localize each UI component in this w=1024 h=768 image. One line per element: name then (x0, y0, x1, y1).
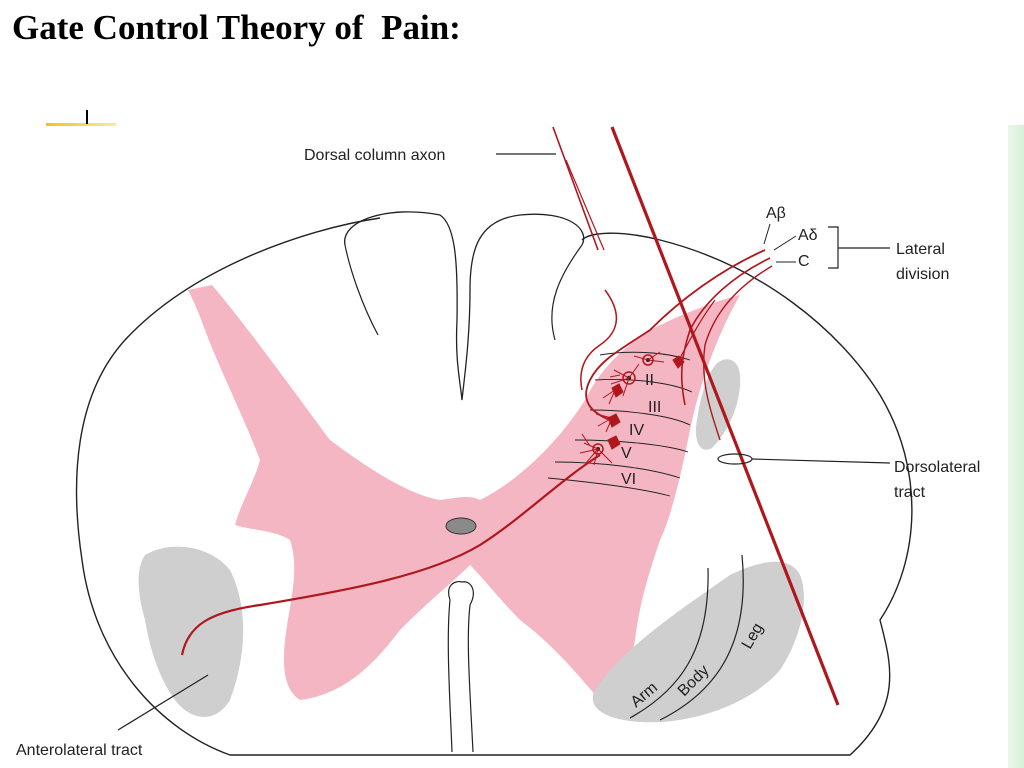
c-fiber-terminal (679, 299, 716, 359)
label-lateral-division-1: Lateral (896, 241, 945, 258)
dorsolateral-tract-region (695, 359, 741, 450)
lateral-division-bracket (828, 226, 890, 269)
lamina-boundary-ii (599, 351, 691, 361)
neuron-lamina-ii (622, 371, 636, 385)
bullet-tick (86, 110, 88, 124)
lamina-label-ii: II (645, 372, 654, 389)
a-beta-collateral (580, 289, 618, 391)
lamina-label-vi: VI (621, 471, 636, 488)
label-dorsal-column-axon: Dorsal column axon (304, 147, 445, 164)
neuron-lamina-ii-b (672, 355, 685, 369)
anterolateral-tract-region (138, 546, 244, 717)
label-c-fiber: C (798, 253, 810, 270)
lamina-label-iii: III (648, 399, 661, 416)
a-delta-fiber (680, 257, 771, 406)
somatotopy-divider-2 (659, 554, 744, 721)
lamina-boundary-v (574, 439, 689, 453)
lamina-boundary-vii (547, 477, 671, 497)
dorsal-intermediate-groove (344, 244, 583, 341)
lamina-boundary-iii (594, 379, 693, 393)
somatotopy-divider-1 (629, 567, 709, 719)
a-beta-fiber (585, 249, 766, 421)
c-fiber (702, 265, 773, 441)
right-edge-bar (1008, 125, 1024, 768)
slide-title: Gate Control Theory of Pain: (12, 8, 461, 47)
central-canal (445, 517, 477, 535)
dorsal-column-axon-branch (565, 159, 605, 251)
lamina-boundary-iv (589, 409, 691, 426)
neuron-lamina-i (642, 354, 654, 366)
lamina-label-v: V (621, 445, 632, 462)
label-anterolateral-tract: Anterolateral tract (16, 742, 143, 759)
neuron-lamina-iii (611, 383, 624, 398)
label-dorsolateral-tract-1: Dorsolateral (894, 459, 980, 476)
label-lateral-division-2: division (896, 266, 949, 283)
label-a-delta: Aδ (798, 227, 818, 244)
label-dorsolateral-tract-2: tract (894, 484, 926, 501)
dorsal-column-axon (552, 126, 599, 251)
dorsolateral-tract-axon (610, 126, 840, 706)
anterolateral-tract-leader (117, 674, 209, 731)
dorsal-median-sulcus (344, 211, 585, 401)
gray-matter (188, 285, 740, 700)
label-a-beta: Aβ (766, 205, 786, 222)
lamina-boundary-vi (554, 461, 681, 479)
dorsal-horn-neurons (592, 354, 685, 455)
dorsolateral-tract-leader (751, 458, 891, 464)
bullet-decoration (46, 123, 116, 126)
ventral-median-fissure (447, 580, 474, 753)
lamina-label-iv: IV (629, 422, 644, 439)
neuron-lamina-v (592, 443, 604, 455)
anterolateral-projection-axon (180, 454, 601, 656)
